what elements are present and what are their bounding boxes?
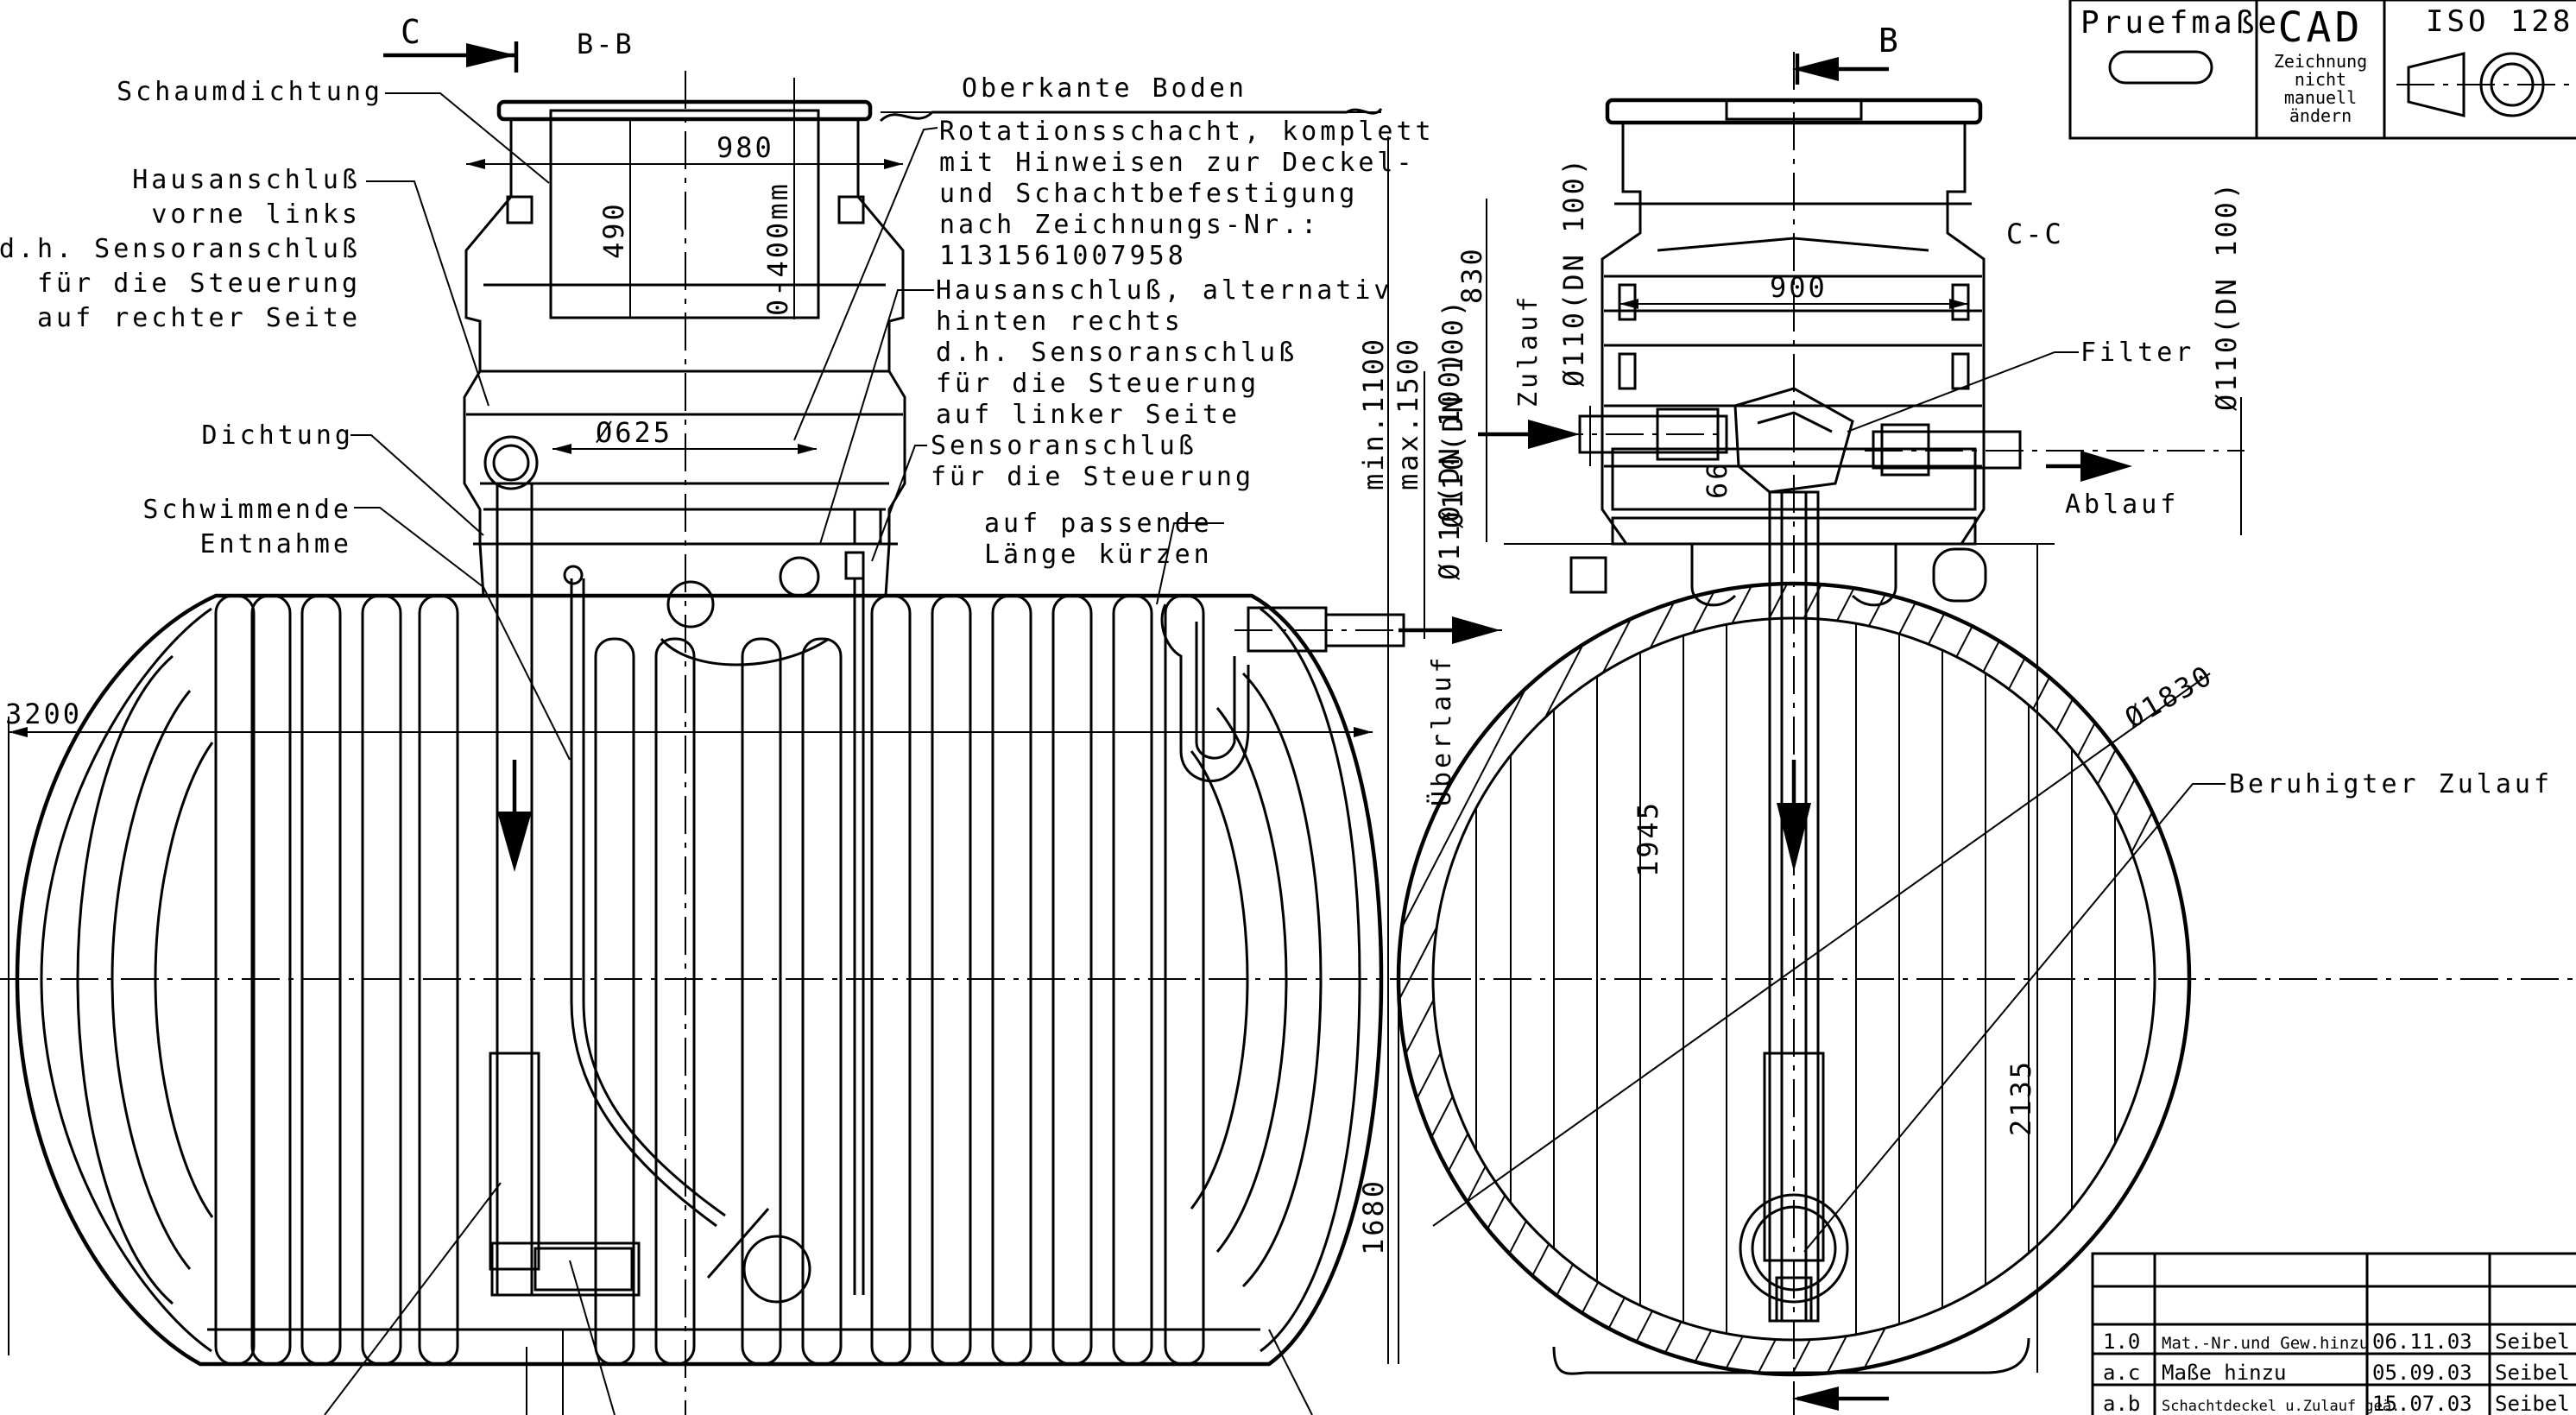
dimension-dn110-a: Ø110(DN 100) — [1433, 350, 1466, 580]
label-kuerzen-1: auf passende — [984, 509, 1213, 539]
revision-2-text: Maße hinzu — [2162, 1361, 2287, 1385]
dimension-900: 900 — [1770, 271, 1828, 304]
dimension-66: 66 — [1701, 460, 1733, 499]
dimension-0-400: 0-400mm — [761, 181, 794, 316]
label-hausanschluss-2: vorne links — [151, 199, 361, 230]
revision-1-date: 06.11.03 — [2372, 1330, 2472, 1354]
revision-3-rev: a.b — [2103, 1392, 2140, 1415]
label-rotation-4: nach Zeichnungs-Nr.: — [939, 210, 1320, 240]
label-ueberlauf: Überlauf — [1426, 654, 1457, 807]
house-connection-rear-right — [779, 556, 820, 597]
label-alt-5: auf linker Seite — [936, 400, 1241, 430]
floating-intake — [483, 435, 811, 1304]
table-row: 1.0 Mat.-Nr.und Gew.hinzu 06.11.03 Seibe… — [2103, 1330, 2570, 1354]
section-b-b-view: C B-B — [0, 13, 1502, 1415]
dimension-490: 490 — [597, 201, 630, 259]
dimension-1680: 1680 — [1357, 1178, 1390, 1255]
revision-3-text: Schachtdeckel u.Zulauf geä. — [2162, 1398, 2400, 1415]
dimension-min-1100: min.1100 — [1357, 337, 1390, 490]
label-sensor-1: Sensoranschluß — [931, 431, 1197, 461]
dimension-1945: 1945 — [1632, 800, 1664, 877]
inner-ribs — [1475, 618, 2116, 1340]
section-arrow-c: C — [401, 13, 420, 51]
label-zulauf: Zulauf — [1513, 294, 1544, 407]
label-rotation-5: 1131561007958 — [939, 241, 1187, 271]
dimension-1830: Ø1830 — [2119, 658, 2219, 735]
cad-label: CAD — [2278, 3, 2364, 52]
revision-table: 1.0 Mat.-Nr.und Gew.hinzu 06.11.03 Seibe… — [2091, 1252, 2576, 1415]
cad-note-1: Zeichnung — [2274, 51, 2367, 72]
label-hausanschluss-3: d.h. Sensoranschluß — [0, 234, 361, 264]
label-schwimmende-1: Schwimmende — [142, 495, 352, 525]
dimension-dn110-d: Ø110(DN 100) — [2210, 180, 2243, 411]
label-alt-3: d.h. Sensoranschluß — [936, 338, 1297, 368]
label-rotation-3: und Schachtbefestigung — [939, 179, 1358, 209]
label-alt-1: Hausanschluß, alternativ — [936, 275, 1392, 306]
label-sensor-2: für die Steuerung — [931, 462, 1254, 492]
label-schaumdichtung: Schaumdichtung — [117, 77, 383, 107]
dimension-625: Ø625 — [596, 416, 672, 449]
section-title-c-c: C-C — [2006, 218, 2064, 250]
cad-note-4: ändern — [2289, 105, 2352, 126]
revision-1-text: Mat.-Nr.und Gew.hinzu — [2162, 1334, 2369, 1353]
table-row: a.b Schachtdeckel u.Zulauf geä. 15.07.03… — [2103, 1392, 2570, 1415]
revision-1-name: Seibel — [2495, 1330, 2570, 1354]
label-rotation-2: mit Hinweisen zur Deckel- — [939, 148, 1416, 178]
revision-3-name: Seibel — [2495, 1392, 2570, 1415]
table-row: a.c Maße hinzu 05.09.03 Seibel — [2103, 1361, 2570, 1385]
dimension-830: 830 — [1455, 246, 1488, 304]
dimension-980: 980 — [717, 131, 774, 164]
dimension-dn110-c: Ø110(DN 100) — [1436, 298, 1469, 528]
revision-1-rev: 1.0 — [2103, 1330, 2140, 1354]
label-oberkante-boden: Oberkante Boden — [962, 73, 1247, 104]
revision-2-name: Seibel — [2495, 1361, 2570, 1385]
label-hausanschluss-1: Hausanschluß — [132, 165, 361, 195]
label-kuerzen-2: Länge kürzen — [984, 540, 1213, 570]
section-arrow-b-top: B — [1878, 22, 1898, 60]
label-filter: Filter — [2080, 338, 2194, 368]
label-rotation-1: Rotationsschacht, komplett — [939, 117, 1435, 147]
dimension-dn110-b: Ø110(DN 100) — [1557, 156, 1590, 387]
iso-label: ISO 128 — [2426, 4, 2573, 39]
cad-note-2: nicht — [2295, 69, 2346, 90]
test-dimensions-label: Pruefmaße — [2080, 5, 2280, 41]
label-hausanschluss-4: für die Steuerung — [37, 268, 361, 299]
shaft-section — [463, 99, 906, 597]
label-hausanschluss-5: auf rechter Seite — [37, 303, 361, 333]
title-block: Pruefmaße CAD Zeichnung nicht manuell än… — [2068, 0, 2576, 140]
section-title-b-b: B-B — [577, 28, 635, 60]
dimension-max-1500: max.1500 — [1392, 337, 1424, 490]
revision-2-date: 05.09.03 — [2372, 1361, 2472, 1385]
label-alt-2: hinten rechts — [936, 306, 1184, 337]
label-schwimmende-2: Entnahme — [200, 529, 353, 559]
revision-3-date: 15.07.03 — [2372, 1392, 2472, 1415]
dimension-3200: 3200 — [5, 698, 82, 730]
label-ablauf: Ablauf — [2065, 490, 2179, 520]
revision-2-rev: a.c — [2103, 1361, 2140, 1385]
cad-note-3: manuell — [2284, 87, 2357, 108]
test-dimensions-symbol — [2108, 50, 2213, 85]
overflow-pipe — [1160, 603, 1502, 782]
house-connection-front-left — [666, 580, 715, 629]
label-alt-4: für die Steuerung — [936, 369, 1260, 399]
dimension-2135: 2135 — [2005, 1059, 2037, 1136]
label-dichtung: Dichtung — [202, 420, 355, 451]
projection-symbol — [2396, 52, 2576, 117]
label-beruhigter-zulauf: Beruhigter Zulauf — [2229, 769, 2553, 799]
